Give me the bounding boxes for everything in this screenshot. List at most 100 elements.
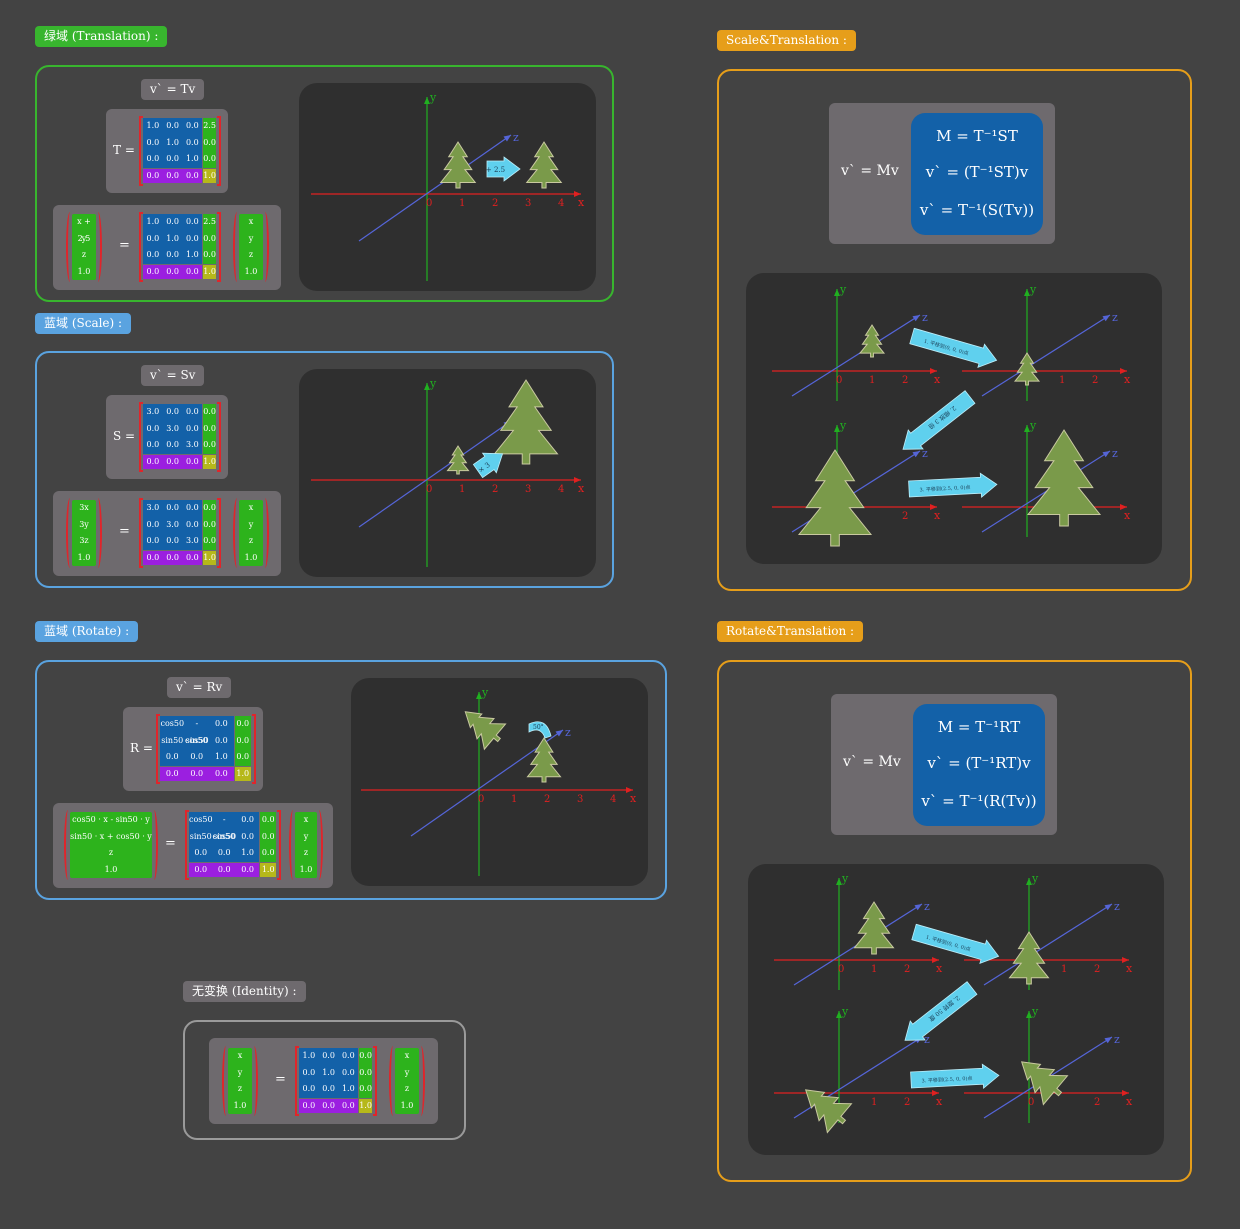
original-tree — [446, 445, 470, 475]
x-tick-label: 0 — [426, 484, 432, 495]
x-tick-label: 0 — [838, 964, 844, 975]
matrix-corner — [203, 550, 216, 565]
y-axis-label: y — [1031, 1005, 1039, 1018]
arrow-label: + 2.5 — [486, 166, 505, 174]
x-axis-label: x — [934, 509, 941, 522]
x-arrowhead — [574, 477, 581, 483]
matrix-cell: 0.0 — [166, 250, 179, 259]
matrix-bottom-row — [143, 550, 203, 565]
vector-cell: z — [303, 848, 309, 857]
matrix-cell: 0.0 — [214, 768, 228, 778]
z-axis — [791, 314, 921, 397]
x-tick-label: 1 — [511, 794, 517, 805]
matrix-cell: 3.0 — [185, 440, 199, 449]
x-tick-label: 0 — [836, 375, 842, 386]
matrix-cell: 3.0 — [185, 536, 199, 545]
x-tick-label: 2 — [902, 511, 908, 522]
matrix-cell: 0.0 — [185, 423, 199, 433]
x-arrowhead — [626, 787, 633, 793]
vector-cell: x — [248, 217, 254, 226]
matrix-translation-column — [260, 812, 276, 862]
bracket-left — [139, 116, 143, 186]
vector-cell: z — [108, 848, 114, 857]
matrix-cell: 0.0 — [359, 1067, 372, 1077]
transform-arrow: 3. 平移到(2.5, 0, 0)点 — [908, 472, 998, 499]
matrix-cell: 1.0 — [214, 752, 228, 761]
original-tree — [439, 141, 477, 189]
x-arrowhead — [930, 368, 937, 374]
bracket-left — [139, 212, 143, 282]
matrix-label: S = — [113, 429, 136, 443]
x-tick-label: 4 — [610, 794, 616, 805]
matrix-cell: sin50 — [189, 831, 212, 841]
vector-fill — [72, 500, 96, 566]
z-arrowhead — [1104, 1037, 1112, 1044]
rotated-tree — [464, 711, 507, 751]
z-axis-label: z — [1114, 900, 1120, 913]
vector-cell: 3z — [79, 536, 89, 545]
bracket-right — [252, 714, 256, 784]
scale-tag: 蓝域 (Scale) : — [35, 313, 132, 334]
matrix-cell: 0.0 — [165, 752, 179, 761]
vector-cell: x + 2.5 — [77, 217, 91, 243]
bracket-left — [139, 498, 143, 568]
matrix-cell: 0.0 — [214, 735, 228, 745]
matrix-cell: 3.0 — [166, 519, 179, 529]
arrow-label: 50° — [533, 724, 544, 731]
matrix-cell: 3.0 — [146, 503, 160, 512]
bracket-left — [185, 810, 189, 880]
arrow-label: 3. 平移到(2.5, 0, 0)点 — [921, 1075, 972, 1085]
x-tick-label: 2 — [902, 375, 908, 386]
matrix-linear-block — [143, 118, 203, 168]
matrix-corner — [359, 1098, 372, 1113]
matrix-cell: 0.0 — [217, 848, 231, 857]
y-axis-label: y — [839, 419, 847, 432]
rotate-translation-tag: Rotate&Translation : — [717, 621, 864, 642]
matrix-cell: 0.0 — [146, 552, 160, 562]
z-arrowhead — [1102, 451, 1110, 458]
matrix-cell: 0.0 — [203, 423, 216, 433]
translated-tree — [525, 141, 563, 189]
matrix-cell: 3.0 — [166, 423, 179, 433]
matrix-cell: 0.0 — [185, 503, 199, 512]
x-axis-label: x — [936, 1095, 943, 1108]
x-axis-label: x — [578, 196, 585, 209]
paren-left — [66, 212, 74, 282]
paren-right — [417, 1046, 425, 1116]
matrix-cell: 0.0 — [146, 266, 160, 276]
x-arrowhead — [1120, 504, 1127, 510]
x-tick-label: 2 — [1092, 375, 1098, 386]
vector-cell: x — [404, 1051, 410, 1060]
matrix-cell: 0.0 — [217, 864, 231, 874]
vector-fill — [72, 214, 96, 280]
matrix-cell: 0.0 — [185, 217, 199, 226]
y-axis-label: y — [841, 1005, 849, 1018]
matrix-cell: 0.0 — [203, 407, 216, 416]
matrix-cell: 0.0 — [190, 768, 204, 778]
matrix-cell: 0.0 — [236, 735, 250, 745]
vector-cell: 3y — [79, 519, 89, 529]
vector-cell: y — [237, 1067, 243, 1077]
z-arrowhead — [1104, 904, 1112, 911]
vector-cell: y — [248, 233, 254, 243]
rotated-tree — [804, 1089, 853, 1134]
z-axis-label: z — [924, 900, 930, 913]
matrix-cell: 0.0 — [236, 719, 250, 728]
x-tick-label: 3 — [525, 198, 531, 209]
matrix-cell: 0.0 — [146, 423, 160, 433]
z-axis-label: z — [513, 131, 519, 144]
y-axis-label: y — [429, 377, 437, 390]
paren-left — [233, 498, 241, 568]
matrix-cell: 0.0 — [185, 170, 199, 180]
paren-right — [261, 498, 269, 568]
matrix-cell: 0.0 — [166, 536, 179, 545]
x-tick-label: 2 — [1094, 1097, 1100, 1108]
